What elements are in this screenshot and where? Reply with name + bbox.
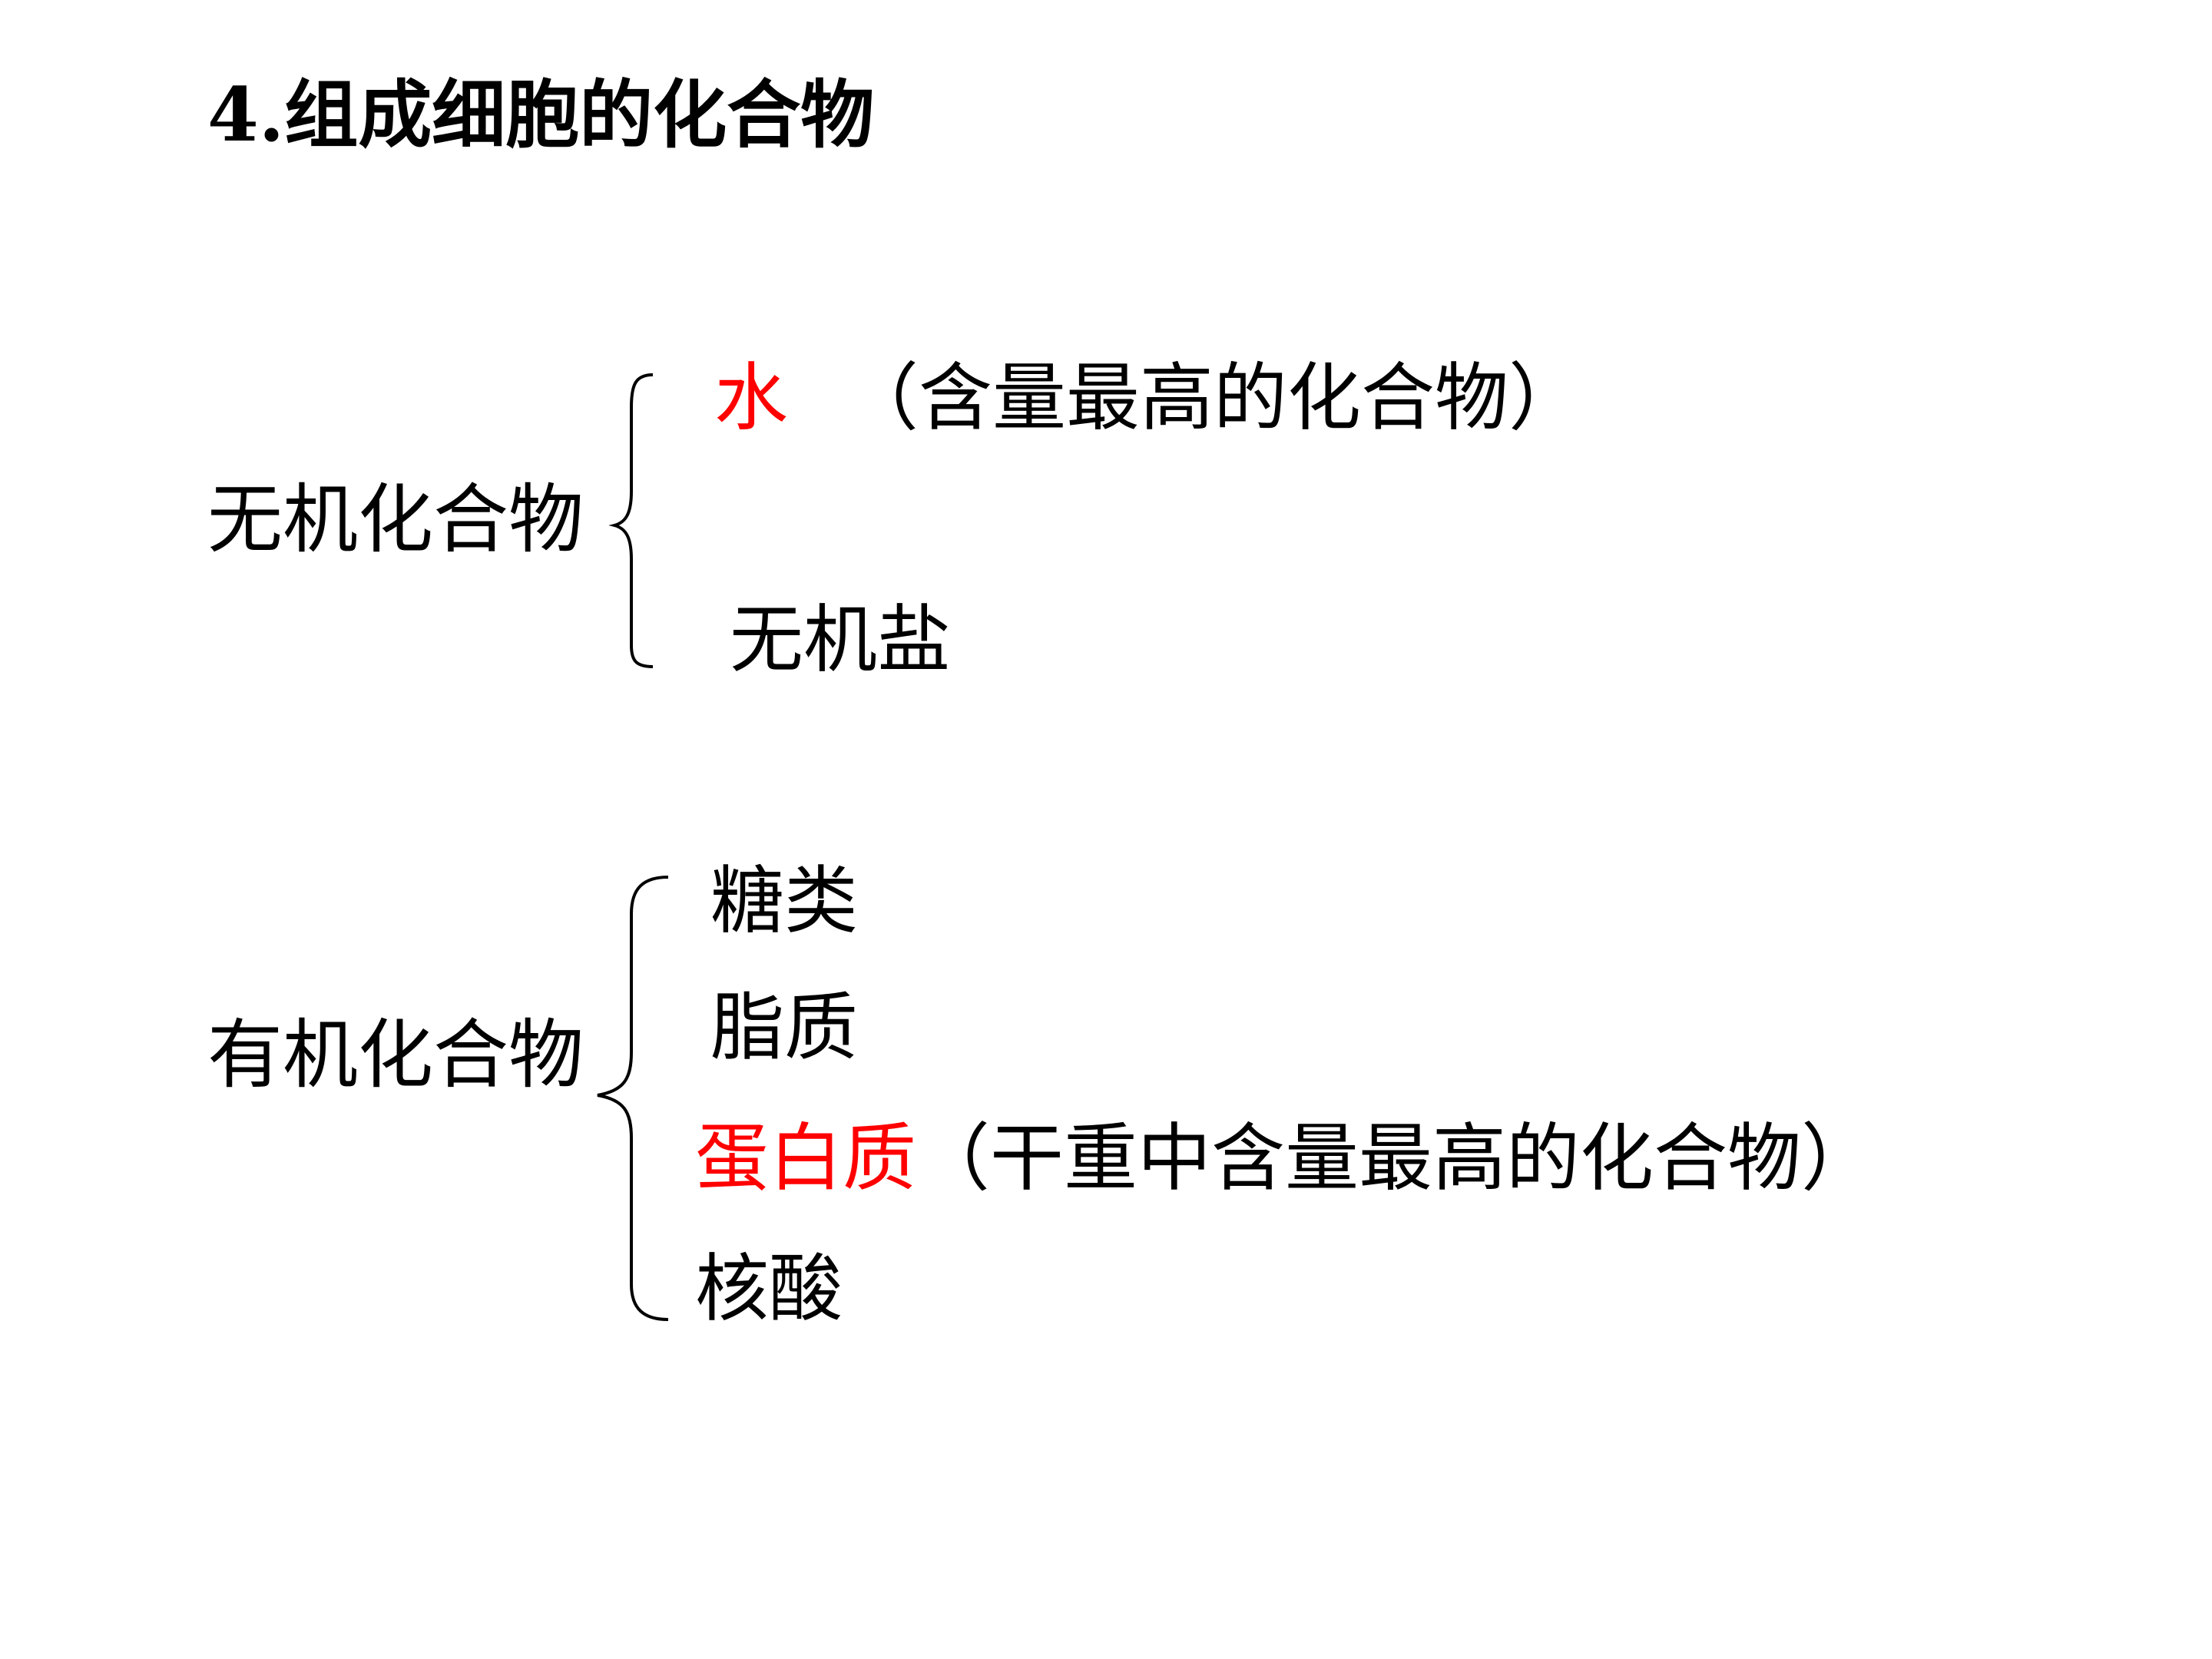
slide-title: 4.组成细胞的化合物 [207,71,875,158]
inorganic-label: 无机化合物 [207,476,584,564]
inorganic-item-salt: 无机盐 [730,597,951,683]
organic-label: 有机化合物 [207,1012,584,1099]
protein-note: （干重中含量最高的化合物） [916,1115,1875,1201]
inorganic-brace [608,373,654,668]
protein-name: 蛋白质 [695,1115,916,1201]
organic-item-sugar: 糖类 [710,858,858,944]
organic-item-lipid: 脂质 [710,985,858,1071]
inorganic-item-water: 水 [714,361,788,435]
inorganic-item-water-note: （含量最高的化合物） [845,361,1582,435]
water-note: （含量最高的化合物） [845,355,1582,441]
organic-item-nucleic-acid: 核酸 [695,1246,843,1332]
water-name: 水 [714,355,788,441]
organic-brace [597,876,669,1321]
organic-item-protein: 蛋白质（干重中含量最高的化合物） [695,1121,1875,1195]
